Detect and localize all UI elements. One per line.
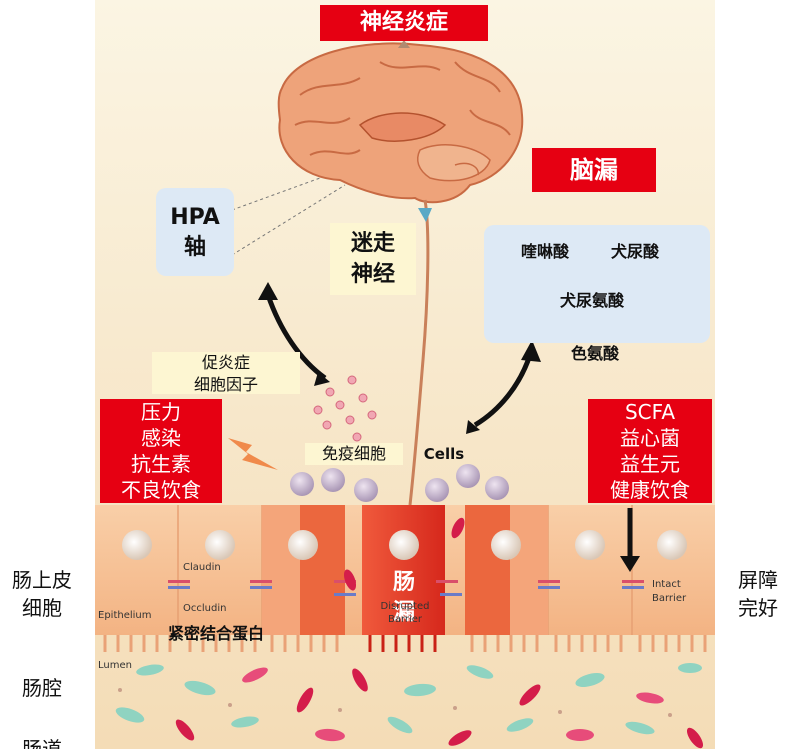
title-neuroinflammation: 神经炎症 (320, 5, 488, 41)
claudin-label: Claudin (183, 562, 221, 573)
immune-cells-label: 免疫细胞 (305, 443, 403, 465)
tight-junction-label: 紧密结合蛋白 (168, 624, 265, 643)
hpa-dashed-line-2 (231, 184, 346, 256)
epithelium-layer (95, 505, 715, 652)
hpa-axis-label: HPA 轴 (170, 205, 220, 260)
vagus-nerve-box (330, 223, 416, 295)
kynurenic-acid-label: 犬尿酸 (610, 242, 659, 261)
quinolinic-acid-label: 喹啉酸 (520, 242, 569, 261)
occludin-label: Occludin (183, 603, 227, 614)
cells-label: Cells (423, 445, 465, 463)
hpa-dashed-line-1 (231, 177, 321, 211)
risk-factors-box: 压力 感染 抗生素 不良饮食 (100, 399, 222, 503)
gut-leak-label: 肠 漏 (392, 570, 415, 625)
side-label-epithelial-cells: 肠上皮 细胞 (12, 568, 72, 620)
hpa-axis-box (156, 188, 234, 276)
vagus-nerve-line (408, 199, 430, 506)
lumen-label: Lumen (98, 660, 132, 671)
cytokine-label: 促炎症 细胞因子 (193, 353, 258, 394)
intact-barrier-label: Intact Barrier (652, 579, 687, 604)
title-arrow (398, 40, 410, 48)
side-label-gut: 肠道 (22, 737, 62, 749)
lightning-icon (228, 438, 278, 470)
brain-illustration (277, 42, 524, 204)
epithelium-label: Epithelium (98, 610, 152, 621)
cytokine-box (152, 352, 300, 394)
side-label-lumen: 肠腔 (22, 676, 62, 700)
cytokine-dots (313, 375, 377, 442)
disrupted-barrier-label: Disrupted Barrier (380, 601, 430, 625)
brainstem-marker (418, 208, 432, 222)
vagus-nerve-label: 迷走 神经 (350, 231, 395, 287)
brain-leak-label: 脑漏 (532, 148, 656, 192)
lumen-bacteria (115, 663, 704, 749)
tryptophan-label: 色氨酸 (570, 344, 619, 363)
flow-arrows (258, 282, 640, 572)
kynurenine-label: 犬尿氨酸 (559, 291, 624, 310)
side-label-barrier-intact: 屏障 完好 (738, 568, 778, 620)
protective-factors-box: SCFA 益心菌 益生元 健康饮食 (588, 399, 712, 503)
metabolism-box (484, 225, 710, 343)
immune-cells (290, 464, 509, 502)
